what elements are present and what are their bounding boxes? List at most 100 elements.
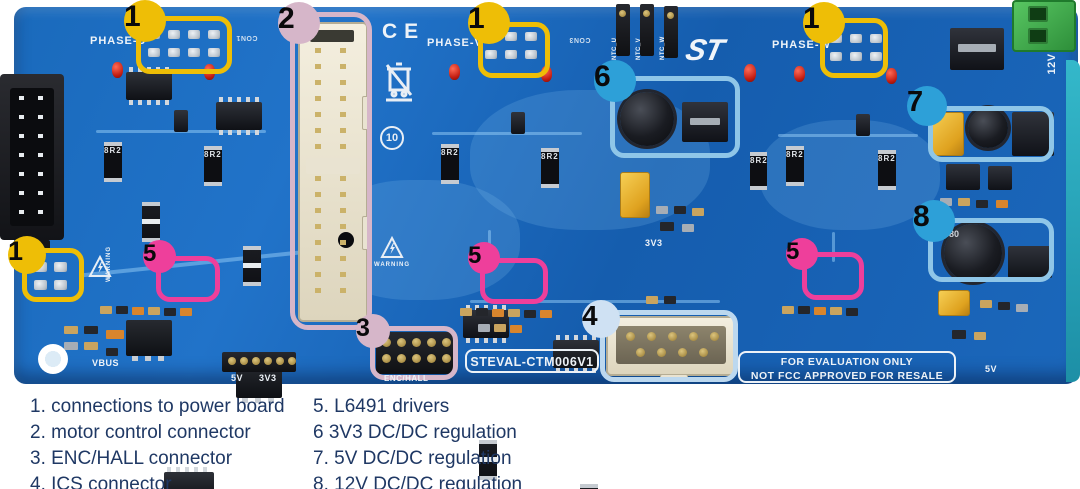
header-pin — [657, 348, 666, 357]
pcb-trace — [778, 134, 918, 137]
header-pin — [412, 338, 421, 347]
smd-passive — [830, 307, 842, 315]
callout-3: 3 — [356, 314, 390, 348]
silkscreen-5v: 5V — [231, 373, 244, 383]
tantalum-capacitor — [938, 290, 970, 316]
callout-4: 4 — [582, 300, 620, 338]
smd-passive — [682, 224, 694, 232]
connector-pad — [34, 280, 47, 290]
power-resistor — [142, 202, 160, 242]
smd-passive — [84, 342, 98, 350]
idc-connector-recess — [10, 88, 54, 226]
callout-box-1-bottom-left — [22, 248, 84, 302]
header-pin — [710, 332, 719, 341]
shunt-resistor: 8R2 — [441, 144, 459, 184]
header-pin — [442, 354, 451, 363]
header-pin — [668, 332, 677, 341]
connector-pad — [870, 52, 882, 61]
callout-box-1-phase-v — [478, 22, 550, 78]
legend-column-2: 5. L6491 drivers 6 3V3 DC/DC regulation … — [313, 394, 593, 489]
smd-passive — [974, 332, 986, 340]
tantalum-capacitor — [620, 172, 650, 218]
connector-pad — [54, 280, 67, 290]
connector-pad — [208, 48, 220, 57]
warning-icon — [380, 235, 404, 265]
header-pin — [412, 354, 421, 363]
smd-passive — [798, 306, 810, 314]
connector-pad — [168, 48, 180, 57]
smd-passive — [64, 342, 78, 350]
header-pin — [678, 348, 687, 357]
power-mosfet — [126, 320, 172, 361]
smd-passive — [478, 324, 490, 332]
smd-passive — [656, 206, 668, 214]
silkscreen-warning: WARNING — [106, 246, 112, 282]
legend-item-2: 2. motor control connector — [30, 422, 251, 443]
smd-passive — [958, 44, 996, 52]
connector-pad — [148, 48, 160, 57]
silkscreen-con3: CON3 — [569, 36, 591, 43]
test-point — [744, 64, 756, 82]
silkscreen-ntc-u: NTC_U — [612, 37, 618, 60]
header-pin — [276, 357, 284, 365]
terminal-wire-hole — [1028, 6, 1048, 22]
ntc-jumper-header — [616, 4, 630, 56]
power-resistor — [580, 484, 598, 489]
connector-pad — [505, 50, 517, 59]
smd-passive — [106, 348, 118, 356]
callout-1-bottom-left: 1 — [8, 236, 46, 274]
weee-icon — [382, 58, 416, 109]
callout-box-3-enc-hall — [370, 326, 458, 380]
header-pin — [240, 357, 248, 365]
connector-pad — [505, 32, 517, 41]
eval-line-2: NOT FCC APPROVED FOR RESALE — [750, 370, 944, 382]
smd-passive — [540, 310, 552, 318]
motor-connector-slot — [310, 30, 354, 42]
smd-passive — [508, 309, 520, 317]
silkscreen-enc-hall: ENC/HALL — [384, 374, 429, 383]
connector-pad — [525, 32, 537, 41]
callout-box-6-3v3-dcdc — [610, 76, 740, 158]
header-pin — [619, 10, 626, 17]
legend-column-1: 1. connections to power board 2. motor c… — [30, 394, 310, 489]
connector-pad — [188, 48, 200, 57]
smd-passive — [660, 222, 674, 231]
silkscreen-warning: WARNING — [374, 262, 410, 268]
callout-box-8-12v-dcdc — [928, 218, 1054, 282]
smd-passive — [180, 308, 192, 316]
optocoupler-ic — [126, 67, 172, 105]
header-pin — [626, 332, 635, 341]
small-ic — [988, 166, 1012, 190]
smd-passive — [782, 306, 794, 314]
smd-passive — [460, 308, 472, 316]
silkscreen-phase-u: PHASE-U — [90, 35, 147, 47]
board-right-edge — [1066, 60, 1080, 382]
smd-resistor — [174, 110, 188, 132]
smd-passive — [692, 208, 704, 216]
legend-item-7: 7. 5V DC/DC regulation — [313, 448, 512, 469]
eval-line-1: FOR EVALUATION ONLY — [780, 356, 914, 368]
silkscreen-vbus: VBUS — [92, 358, 120, 368]
smd-passive — [164, 308, 176, 316]
legend-item-1: 1. connections to power board — [30, 396, 285, 417]
shunt-resistor: 8R2 — [541, 148, 559, 188]
st-logo-icon: ST — [682, 34, 726, 67]
legend-item-4: 4. ICS connector — [30, 474, 172, 489]
callout-box-1-phase-w — [820, 18, 888, 78]
header-pin — [252, 357, 260, 365]
smd-passive — [980, 300, 992, 308]
legend-item-6: 6 3V3 DC/DC regulation — [313, 422, 517, 443]
test-point — [886, 68, 897, 84]
callout-1-phase-v: 1 — [468, 2, 510, 44]
connector-pad — [54, 262, 67, 272]
header-pin — [689, 332, 698, 341]
connector-pad — [850, 52, 862, 61]
pcb-trace — [832, 232, 835, 262]
connector-pad — [208, 30, 220, 39]
header-pin — [699, 348, 708, 357]
smd-passive — [492, 309, 504, 317]
l6491-driver-ic — [164, 467, 214, 489]
smd-passive — [690, 118, 720, 125]
pcb-trace — [432, 132, 582, 135]
smd-passive — [940, 198, 952, 206]
